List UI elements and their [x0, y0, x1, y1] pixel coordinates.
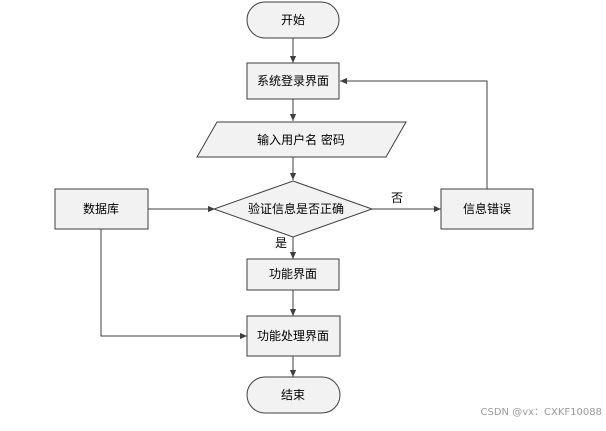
node-database — [54, 188, 149, 230]
node-start — [246, 1, 340, 39]
node-login — [246, 62, 340, 100]
node-process — [246, 315, 341, 357]
node-input — [196, 121, 407, 158]
node-start-label: 开始 — [281, 13, 305, 27]
node-login-label: 系统登录界面 — [257, 73, 329, 88]
edge-no-label: 否 — [391, 191, 403, 205]
node-func — [246, 258, 340, 291]
node-error-label: 信息错误 — [463, 201, 511, 216]
node-input-label: 输入用户名 密码 — [257, 132, 345, 147]
watermark: CSDN @vx：CXKF10088 — [481, 407, 602, 418]
node-end — [246, 376, 341, 414]
node-verify-label: 验证信息是否正确 — [248, 201, 344, 216]
node-database-label: 数据库 — [83, 201, 119, 216]
node-end-label: 结束 — [281, 388, 305, 402]
nodes — [54, 1, 534, 414]
edge-error-login — [340, 77, 488, 189]
edge-yes-label: 是 — [275, 236, 287, 250]
edges — [100, 38, 488, 377]
node-func-label: 功能界面 — [269, 267, 317, 281]
node-process-label: 功能处理界面 — [257, 329, 329, 343]
node-verify — [212, 180, 374, 238]
node-error — [440, 188, 534, 230]
edge-database-process — [100, 229, 247, 340]
